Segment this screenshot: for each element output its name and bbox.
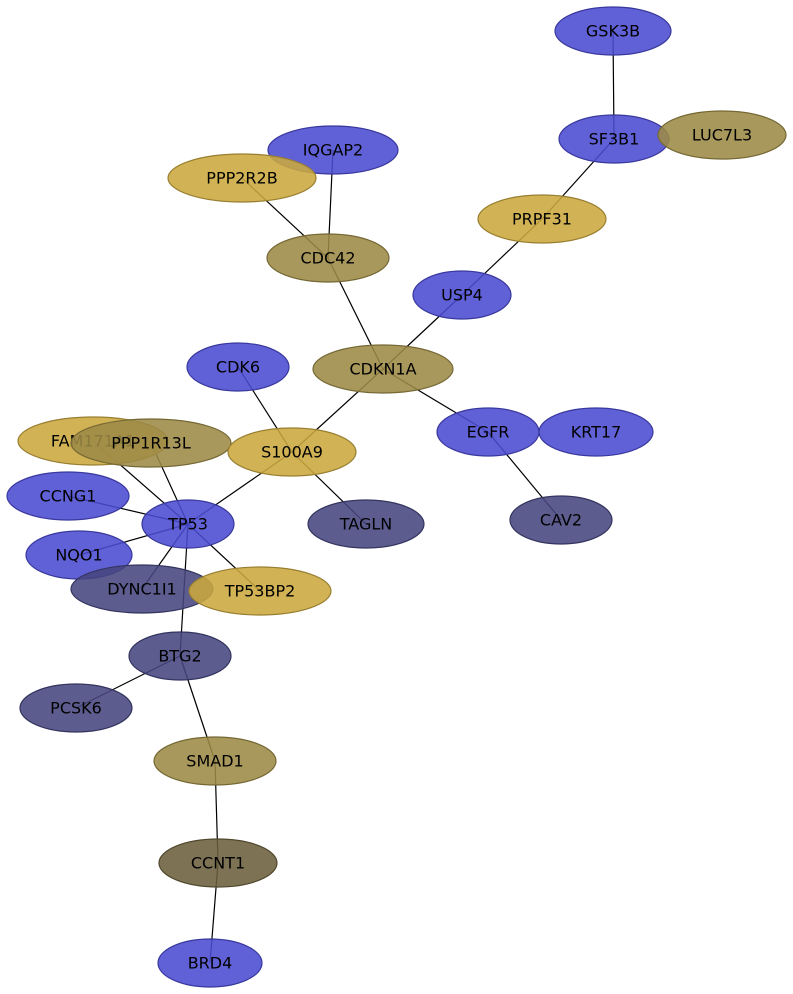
node-label: PRPF31 <box>512 210 572 229</box>
node-prpf31[interactable]: PRPF31 <box>477 194 607 244</box>
node-label: BTG2 <box>158 647 201 666</box>
node-krt17[interactable]: KRT17 <box>538 407 654 457</box>
node-ellipse <box>6 471 130 521</box>
node-ellipse <box>227 427 357 477</box>
node-ellipse <box>141 499 235 549</box>
node-ccnt1[interactable]: CCNT1 <box>158 838 278 888</box>
node-ellipse <box>267 125 399 175</box>
node-label: CDK6 <box>216 358 260 377</box>
node-ppp1r13l[interactable]: PPP1R13L <box>70 418 232 468</box>
node-label: KRT17 <box>571 423 622 442</box>
node-ellipse <box>153 736 277 786</box>
node-label: GSK3B <box>586 22 640 41</box>
node-ellipse <box>167 153 317 203</box>
node-ellipse <box>477 194 607 244</box>
node-smad1[interactable]: SMAD1 <box>153 736 277 786</box>
node-label: USP4 <box>441 286 483 305</box>
node-label: SF3B1 <box>589 130 640 149</box>
node-cdkn1a[interactable]: CDKN1A <box>312 344 454 394</box>
node-label: NQO1 <box>55 546 102 565</box>
node-tp53[interactable]: TP53 <box>141 499 235 549</box>
node-cdc42[interactable]: CDC42 <box>266 233 390 283</box>
node-ellipse <box>509 495 613 545</box>
node-sf3b1[interactable]: SF3B1 <box>558 114 670 164</box>
node-label: DYNC1I1 <box>107 580 176 599</box>
node-ellipse <box>312 344 454 394</box>
node-ellipse <box>188 566 332 616</box>
node-egfr[interactable]: EGFR <box>436 407 540 457</box>
node-dync1i1[interactable]: DYNC1I1 <box>70 564 214 614</box>
node-label: EGFR <box>467 423 510 442</box>
node-brd4[interactable]: BRD4 <box>157 938 263 988</box>
node-cdk6[interactable]: CDK6 <box>186 342 290 392</box>
node-ellipse <box>554 6 672 56</box>
node-ellipse <box>157 938 263 988</box>
node-label: CAV2 <box>540 511 582 530</box>
node-tp53bp2[interactable]: TP53BP2 <box>188 566 332 616</box>
node-ellipse <box>158 838 278 888</box>
node-iqgap2[interactable]: IQGAP2 <box>267 125 399 175</box>
node-tagln[interactable]: TAGLN <box>307 499 425 549</box>
node-ellipse <box>307 499 425 549</box>
node-cav2[interactable]: CAV2 <box>509 495 613 545</box>
node-label: PCSK6 <box>50 699 102 718</box>
node-ellipse <box>538 407 654 457</box>
node-nqo1[interactable]: NQO1 <box>25 530 133 580</box>
node-label: CDKN1A <box>349 360 416 379</box>
node-luc7l3[interactable]: LUC7L3 <box>657 110 787 160</box>
node-label: PPP2R2B <box>206 169 277 188</box>
node-ellipse <box>19 683 133 733</box>
node-label: TP53BP2 <box>224 582 296 601</box>
node-gsk3b[interactable]: GSK3B <box>554 6 672 56</box>
node-label: TAGLN <box>339 515 392 534</box>
node-label: CCNG1 <box>40 487 97 506</box>
node-ppp2r2b[interactable]: PPP2R2B <box>167 153 317 203</box>
node-pcsk6[interactable]: PCSK6 <box>19 683 133 733</box>
node-label: SMAD1 <box>186 752 243 771</box>
node-ellipse <box>266 233 390 283</box>
node-label: LUC7L3 <box>692 126 752 145</box>
node-ccng1[interactable]: CCNG1 <box>6 471 130 521</box>
node-ellipse <box>657 110 787 160</box>
node-label: TP53 <box>167 515 208 534</box>
node-ellipse <box>412 270 512 320</box>
node-label: CCNT1 <box>191 854 245 873</box>
node-ellipse <box>70 418 232 468</box>
node-label: IQGAP2 <box>303 141 363 160</box>
node-ellipse <box>128 631 232 681</box>
node-usp4[interactable]: USP4 <box>412 270 512 320</box>
node-ellipse <box>186 342 290 392</box>
node-label: CDC42 <box>300 249 355 268</box>
node-label: S100A9 <box>261 443 323 462</box>
node-s100a9[interactable]: S100A9 <box>227 427 357 477</box>
node-label: PPP1R13L <box>111 434 191 453</box>
node-label: BRD4 <box>188 954 233 973</box>
node-btg2[interactable]: BTG2 <box>128 631 232 681</box>
